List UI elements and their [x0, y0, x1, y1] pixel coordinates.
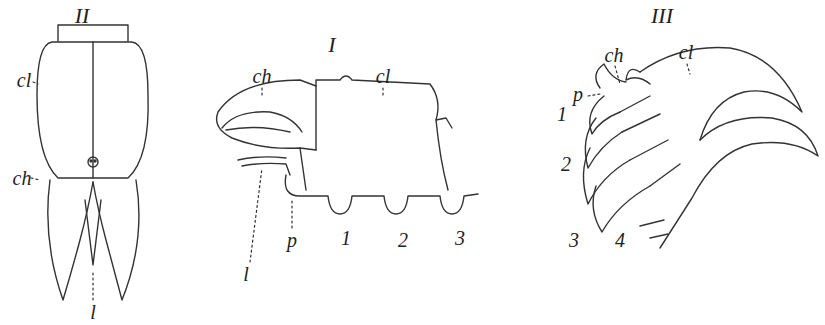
- part-label: p: [287, 230, 297, 250]
- figure-number: I: [328, 34, 335, 56]
- part-label: ch: [253, 66, 272, 86]
- part-label: ch: [605, 45, 624, 65]
- part-label: cl: [679, 42, 693, 62]
- part-label: ch: [13, 168, 32, 188]
- part-label: 4: [615, 230, 625, 250]
- part-label: 1: [341, 228, 351, 248]
- part-label: l: [243, 264, 249, 284]
- part-label: 1: [557, 104, 567, 124]
- figure-number: II: [75, 5, 90, 27]
- part-label: l: [90, 302, 96, 322]
- part-label: 2: [561, 154, 571, 174]
- part-label: cl: [376, 66, 390, 86]
- part-label: p: [573, 84, 583, 104]
- part-label: 2: [398, 230, 408, 250]
- part-label: 3: [455, 228, 465, 248]
- figure-number: III: [651, 5, 673, 27]
- part-label: cl: [17, 70, 31, 90]
- part-label: 3: [569, 230, 579, 250]
